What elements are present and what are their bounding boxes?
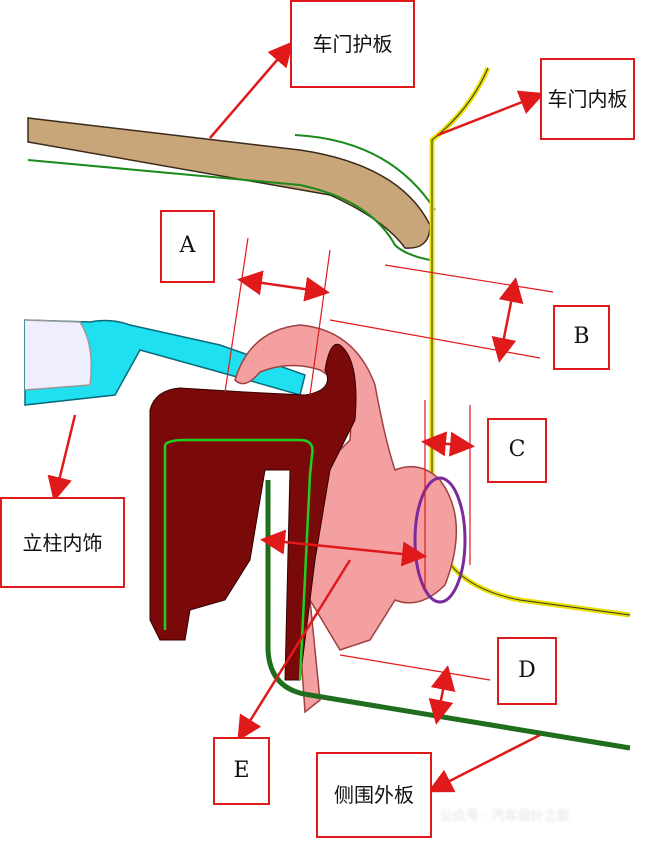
label-c: C xyxy=(487,418,547,483)
label-e: E xyxy=(213,737,270,805)
label-d: D xyxy=(497,637,557,705)
seal-insert xyxy=(163,438,314,681)
seal-lip xyxy=(234,324,458,714)
label-body-side-outer: 侧围外板 xyxy=(316,752,432,838)
label-pillar-trim: 立柱内饰 xyxy=(0,497,125,588)
label-a: A xyxy=(160,210,215,283)
label-door-inner: 车门内板 xyxy=(540,58,635,140)
door-trim-outline xyxy=(27,159,431,261)
label-b: B xyxy=(553,305,610,370)
label-door-trim: 车门护板 xyxy=(290,0,415,88)
door-trim-shape xyxy=(27,117,431,249)
pillar-trim-shape xyxy=(24,319,306,406)
watermark: 公众号 · 汽车设计之家 xyxy=(440,809,570,824)
body-side-outer-panel xyxy=(265,480,631,751)
